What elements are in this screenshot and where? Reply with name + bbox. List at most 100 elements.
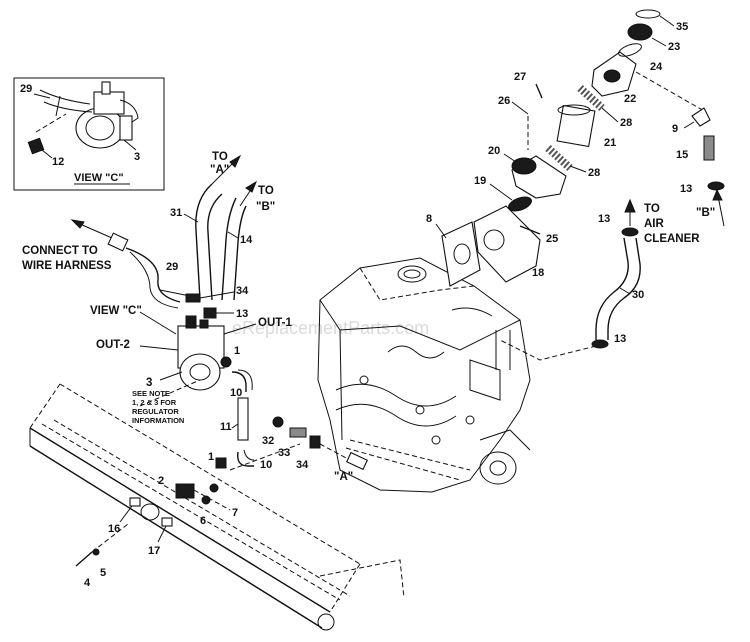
fitting-28a bbox=[577, 85, 605, 111]
callout-19: 19 bbox=[474, 175, 486, 187]
callout-26: 26 bbox=[498, 95, 510, 107]
inset-callout-3: 3 bbox=[134, 151, 140, 163]
fitting-1 bbox=[215, 457, 227, 469]
callout-1b: 1 bbox=[208, 451, 214, 463]
fitting-23 bbox=[627, 23, 653, 41]
inset-regulator-drawing bbox=[27, 81, 139, 155]
fitting-34 bbox=[309, 435, 321, 449]
clamp-13 bbox=[203, 307, 217, 319]
callout-25: 25 bbox=[546, 233, 558, 245]
callout-3: 3 bbox=[146, 377, 152, 389]
clamp-13a bbox=[707, 181, 725, 191]
to-air-label-2: AIR bbox=[644, 218, 665, 230]
note-line-2: 1, 2 & 3 FOR bbox=[132, 398, 177, 407]
callout-13b: 13 bbox=[598, 213, 610, 225]
filter-21 bbox=[556, 104, 596, 148]
clamp-13b bbox=[621, 227, 639, 237]
to-air-label-1: TO bbox=[644, 203, 660, 215]
note-line-1: SEE NOTE bbox=[132, 389, 170, 398]
to-b-label-1: TO bbox=[258, 185, 274, 197]
part-2 bbox=[175, 483, 195, 499]
ref-a-label: "A" bbox=[334, 471, 353, 483]
wire-harness bbox=[70, 219, 191, 309]
inset-title: VIEW "C" bbox=[74, 172, 124, 184]
inset-callout-29: 29 bbox=[20, 83, 32, 95]
to-a-label-2: "A" bbox=[210, 164, 229, 176]
callout-24: 24 bbox=[650, 61, 663, 73]
callout-9: 9 bbox=[672, 123, 678, 135]
bolt-4 bbox=[75, 551, 93, 567]
callout-29: 29 bbox=[166, 261, 178, 273]
note-line-4: INFORMATION bbox=[132, 416, 184, 425]
callout-11: 11 bbox=[220, 421, 232, 433]
callout-35: 35 bbox=[676, 21, 688, 33]
callout-13a: 13 bbox=[680, 183, 692, 195]
gasket-19 bbox=[508, 196, 532, 212]
view-c-inset: 29 12 3 VIEW "C" bbox=[13, 77, 165, 191]
callout-34b: 34 bbox=[296, 459, 309, 471]
mixer-20 bbox=[511, 155, 567, 199]
callout-20: 20 bbox=[488, 145, 500, 157]
callout-16: 16 bbox=[108, 523, 120, 535]
callout-5: 5 bbox=[100, 567, 106, 579]
callout-13c: 13 bbox=[614, 333, 626, 345]
elbow-10b bbox=[237, 451, 254, 467]
connect-label-1: CONNECT TO bbox=[22, 245, 98, 257]
callout-7: 7 bbox=[232, 507, 238, 519]
bolt-27 bbox=[535, 83, 543, 99]
callout-21: 21 bbox=[604, 137, 616, 149]
part-7 bbox=[209, 483, 219, 493]
inset-frame bbox=[13, 77, 165, 191]
callout-34a: 34 bbox=[236, 285, 249, 297]
callout-8: 8 bbox=[426, 213, 432, 225]
fitting-28b bbox=[545, 145, 573, 171]
callout-33: 33 bbox=[278, 447, 290, 459]
note-line-3: REGULATOR bbox=[132, 407, 179, 416]
callout-30: 30 bbox=[632, 289, 644, 301]
callout-18: 18 bbox=[532, 267, 544, 279]
adapter-18 bbox=[473, 205, 541, 283]
callout-22: 22 bbox=[624, 93, 636, 105]
callout-27: 27 bbox=[514, 71, 526, 83]
fitting-32 bbox=[272, 416, 284, 428]
callout-10b: 10 bbox=[260, 459, 272, 471]
callout-10a: 10 bbox=[230, 387, 242, 399]
callout-31: 31 bbox=[170, 207, 182, 219]
callout-28b: 28 bbox=[588, 167, 600, 179]
to-b-label-2: "B" bbox=[256, 201, 275, 213]
callout-1a: 1 bbox=[234, 345, 240, 357]
ref-b-label: "B" bbox=[696, 207, 715, 219]
connect-label-2: WIRE HARNESS bbox=[22, 260, 112, 272]
inset-callout-12: 12 bbox=[52, 156, 64, 168]
callout-14: 14 bbox=[240, 234, 253, 246]
hoses-31-14 bbox=[195, 154, 258, 301]
fitting-33 bbox=[289, 427, 307, 438]
hose-30 bbox=[595, 198, 641, 340]
out2-label: OUT-2 bbox=[96, 339, 130, 351]
callout-23: 23 bbox=[668, 41, 680, 53]
regulator-assembly bbox=[177, 315, 232, 391]
callout-32: 32 bbox=[262, 435, 274, 447]
fitting-15 bbox=[703, 135, 715, 161]
regulator-22 bbox=[591, 51, 637, 97]
elbow-10a bbox=[231, 371, 247, 392]
gasket-8 bbox=[441, 221, 481, 287]
watermark-text: eReplacementParts.com bbox=[232, 318, 429, 338]
engine-block bbox=[317, 257, 531, 493]
to-a-label-1: TO bbox=[212, 151, 228, 163]
out1-label: OUT-1 bbox=[258, 317, 292, 329]
part-6 bbox=[201, 495, 211, 505]
tube-11 bbox=[237, 397, 249, 441]
callout-28a: 28 bbox=[620, 117, 632, 129]
callout-13d: 13 bbox=[236, 308, 248, 320]
callout-17: 17 bbox=[148, 545, 160, 557]
callout-2: 2 bbox=[158, 475, 164, 487]
callout-4: 4 bbox=[84, 577, 91, 589]
view-c-label: VIEW "C" bbox=[90, 305, 142, 317]
elbow-9 bbox=[691, 107, 711, 127]
frame-rail bbox=[29, 379, 405, 631]
to-air-label-3: CLEANER bbox=[644, 233, 700, 245]
callout-15: 15 bbox=[676, 149, 688, 161]
